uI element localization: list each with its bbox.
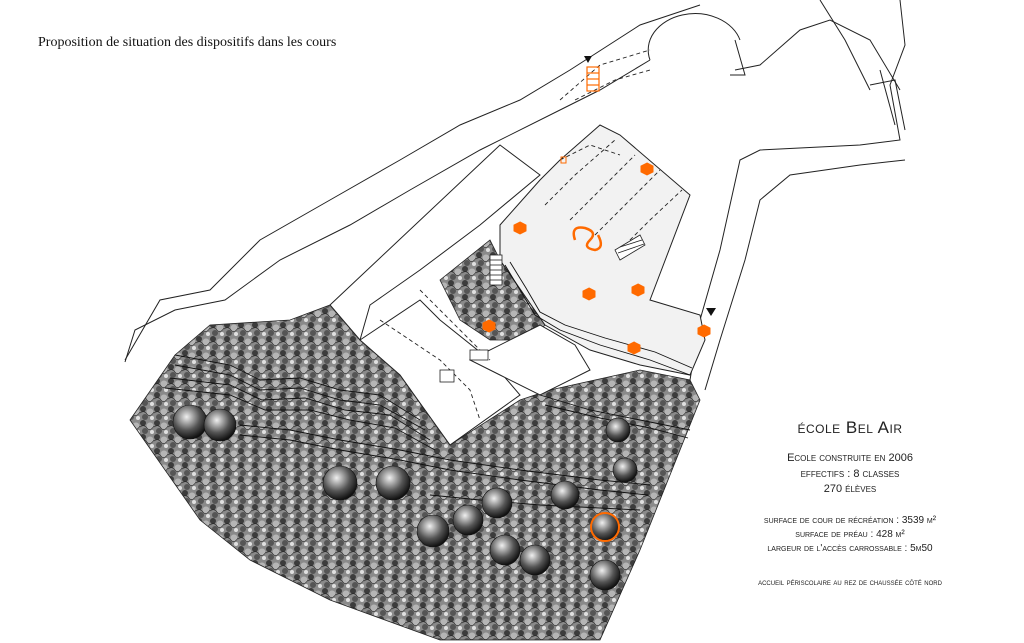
rotunda: [647, 13, 746, 76]
periscolaire-note: accueil périscolaire au rez de chaussée …: [758, 577, 942, 587]
green-areas: [129, 239, 701, 641]
device-hexagon-icon: [513, 221, 527, 235]
tree-icon: [605, 417, 631, 443]
class-count: effectifs : 8 classes: [800, 468, 900, 480]
device-hexagon-icon: [640, 162, 654, 176]
tree-icon: [416, 514, 450, 548]
device-hexagon-icon: [482, 319, 496, 333]
construction-year: Ecole construite en 2006: [787, 452, 913, 464]
spiral-device-icon: [572, 226, 603, 252]
terrace-lines: [164, 261, 693, 511]
tree-icon: [550, 480, 580, 510]
bench-device-icon: [586, 66, 600, 92]
tree-icon: [612, 457, 638, 483]
tree-icon: [589, 559, 621, 591]
tree-icon: [590, 512, 620, 542]
tree-icon: [452, 504, 484, 536]
tree-icon: [375, 465, 411, 501]
tree-icon: [489, 534, 521, 566]
trees: [172, 404, 638, 591]
device-markers: [482, 162, 711, 355]
table-device-icon: [560, 156, 567, 164]
preau-surface: surface de préau : 428 m²: [795, 529, 905, 540]
pupil-count: 270 élèves: [823, 483, 877, 495]
courtyard-surface: surface de cour de récréation : 3539 m²: [763, 515, 937, 526]
device-hexagon-icon: [631, 283, 645, 297]
tree-icon: [481, 487, 513, 519]
stairs-icon: [439, 234, 646, 383]
tree-icon: [519, 544, 551, 576]
courtyard: [499, 124, 706, 376]
tree-icon: [203, 408, 237, 442]
device-hexagon-icon: [582, 287, 596, 301]
page-title: Proposition de situation des dispositifs…: [38, 35, 337, 50]
device-hexagon-icon: [627, 341, 641, 355]
tree-icon: [172, 404, 208, 440]
access-width: largeur de l'accès carrossable : 5m50: [767, 543, 933, 554]
tree-icon: [322, 465, 358, 501]
device-hexagon-icon: [697, 324, 711, 338]
entrance-arrow-icon: [706, 308, 716, 316]
entrance-arrow-icon: [584, 56, 592, 63]
school-name: école Bel Air: [797, 418, 903, 437]
